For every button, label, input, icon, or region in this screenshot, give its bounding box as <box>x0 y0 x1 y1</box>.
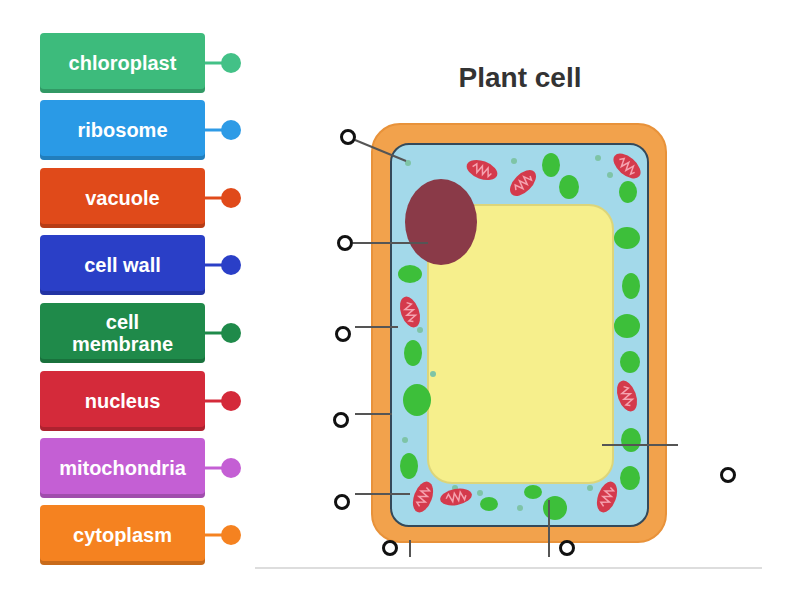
label-tile: mitochondria <box>40 438 205 498</box>
tile-label: cytoplasm <box>73 524 172 546</box>
label-tile: cytoplasm <box>40 505 205 565</box>
chloroplasts <box>398 153 641 520</box>
leader-lines <box>353 140 678 557</box>
tile-label: cell wall <box>84 254 161 276</box>
tile-label: cell membrane <box>68 311 178 355</box>
label-tile: chloroplast <box>40 33 205 93</box>
tile-label: mitochondria <box>59 457 186 479</box>
tile-connectors <box>204 53 241 545</box>
cytoplasm-shape <box>391 144 648 526</box>
target-circles <box>335 131 735 555</box>
cell-wall-shape <box>372 124 666 542</box>
label-tile: vacuole <box>40 168 205 228</box>
tile-label: nucleus <box>85 390 161 412</box>
label-tile: cell wall <box>40 235 205 295</box>
label-tile: cell membrane <box>40 303 205 363</box>
ribosomes <box>402 155 640 511</box>
baseline <box>255 567 762 569</box>
label-tile: nucleus <box>40 371 205 431</box>
mitochondria-shapes <box>396 149 645 515</box>
tile-label: chloroplast <box>69 52 177 74</box>
label-tile: ribosome <box>40 100 205 160</box>
diagram-title: Plant cell <box>459 62 582 94</box>
nucleus-shape <box>405 179 477 265</box>
tile-label: ribosome <box>77 119 167 141</box>
tile-label: vacuole <box>85 187 159 209</box>
